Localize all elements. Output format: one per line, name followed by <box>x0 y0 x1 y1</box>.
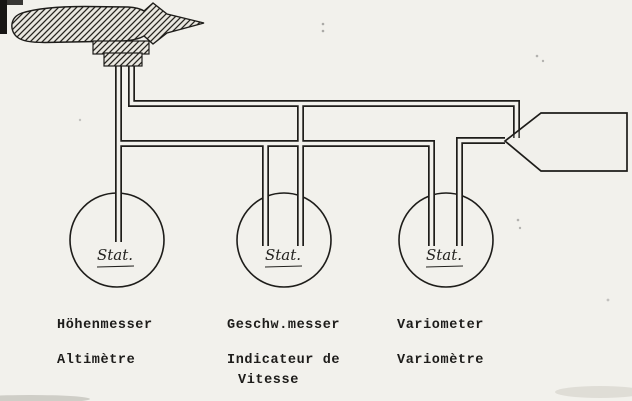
scan-smudge-bottom-left <box>0 395 90 401</box>
altimeter-dial-underline <box>96 265 135 268</box>
speck <box>541 59 545 63</box>
variometer-case-circle <box>398 192 494 288</box>
captions: Höhenmesser Altimètre Geschw.messer Indi… <box>57 318 484 388</box>
tubing-outer-walls <box>115 58 520 246</box>
caption-airspeed-fr-line2: Vitesse <box>238 373 299 388</box>
airspeed-indicator-case-circle <box>236 192 332 288</box>
tube-upper-run <box>128 58 520 138</box>
pitot-mount-upper-block <box>92 40 150 55</box>
tube-variometer-to-flask <box>456 137 505 246</box>
variometer-dial-underline <box>425 265 464 268</box>
caption-airspeed-fr-line1: Indicateur de <box>227 353 340 368</box>
variometer-dial-label: Stat. <box>426 246 462 264</box>
speck <box>321 22 325 26</box>
speck <box>516 218 520 222</box>
caption-altimeter-de: Höhenmesser <box>57 318 153 333</box>
tube-bore <box>118 141 434 246</box>
tubing-inner-bore <box>116 58 519 246</box>
speck <box>321 29 325 33</box>
capacity-flask <box>503 112 628 172</box>
pitot-probe-assembly <box>11 2 205 67</box>
speck <box>78 118 82 122</box>
pitot-probe-body <box>11 2 205 45</box>
caption-altimeter-fr: Altimètre <box>57 353 135 368</box>
tube-bore <box>457 138 505 246</box>
airspeed-dial-underline <box>264 265 303 268</box>
scan-smudge-bottom-right <box>555 386 632 398</box>
speck <box>535 54 539 58</box>
scan-edge-notch <box>7 0 23 5</box>
speck <box>518 226 522 230</box>
speck <box>606 298 610 302</box>
caption-variometer-de: Variometer <box>397 318 484 333</box>
dial-labels: Stat. Stat. Stat. <box>96 246 464 268</box>
tube-static-run <box>118 140 435 246</box>
tube-bore <box>129 58 519 138</box>
airspeed-dial-label: Stat. <box>265 246 301 264</box>
caption-airspeed-de: Geschw.messer <box>227 318 340 333</box>
scan-edge-bar-dark <box>0 0 7 34</box>
caption-variometer-fr: Variomètre <box>397 353 484 368</box>
pitot-mount-lower-block <box>103 52 143 67</box>
altimeter-dial-label: Stat. <box>97 246 133 264</box>
